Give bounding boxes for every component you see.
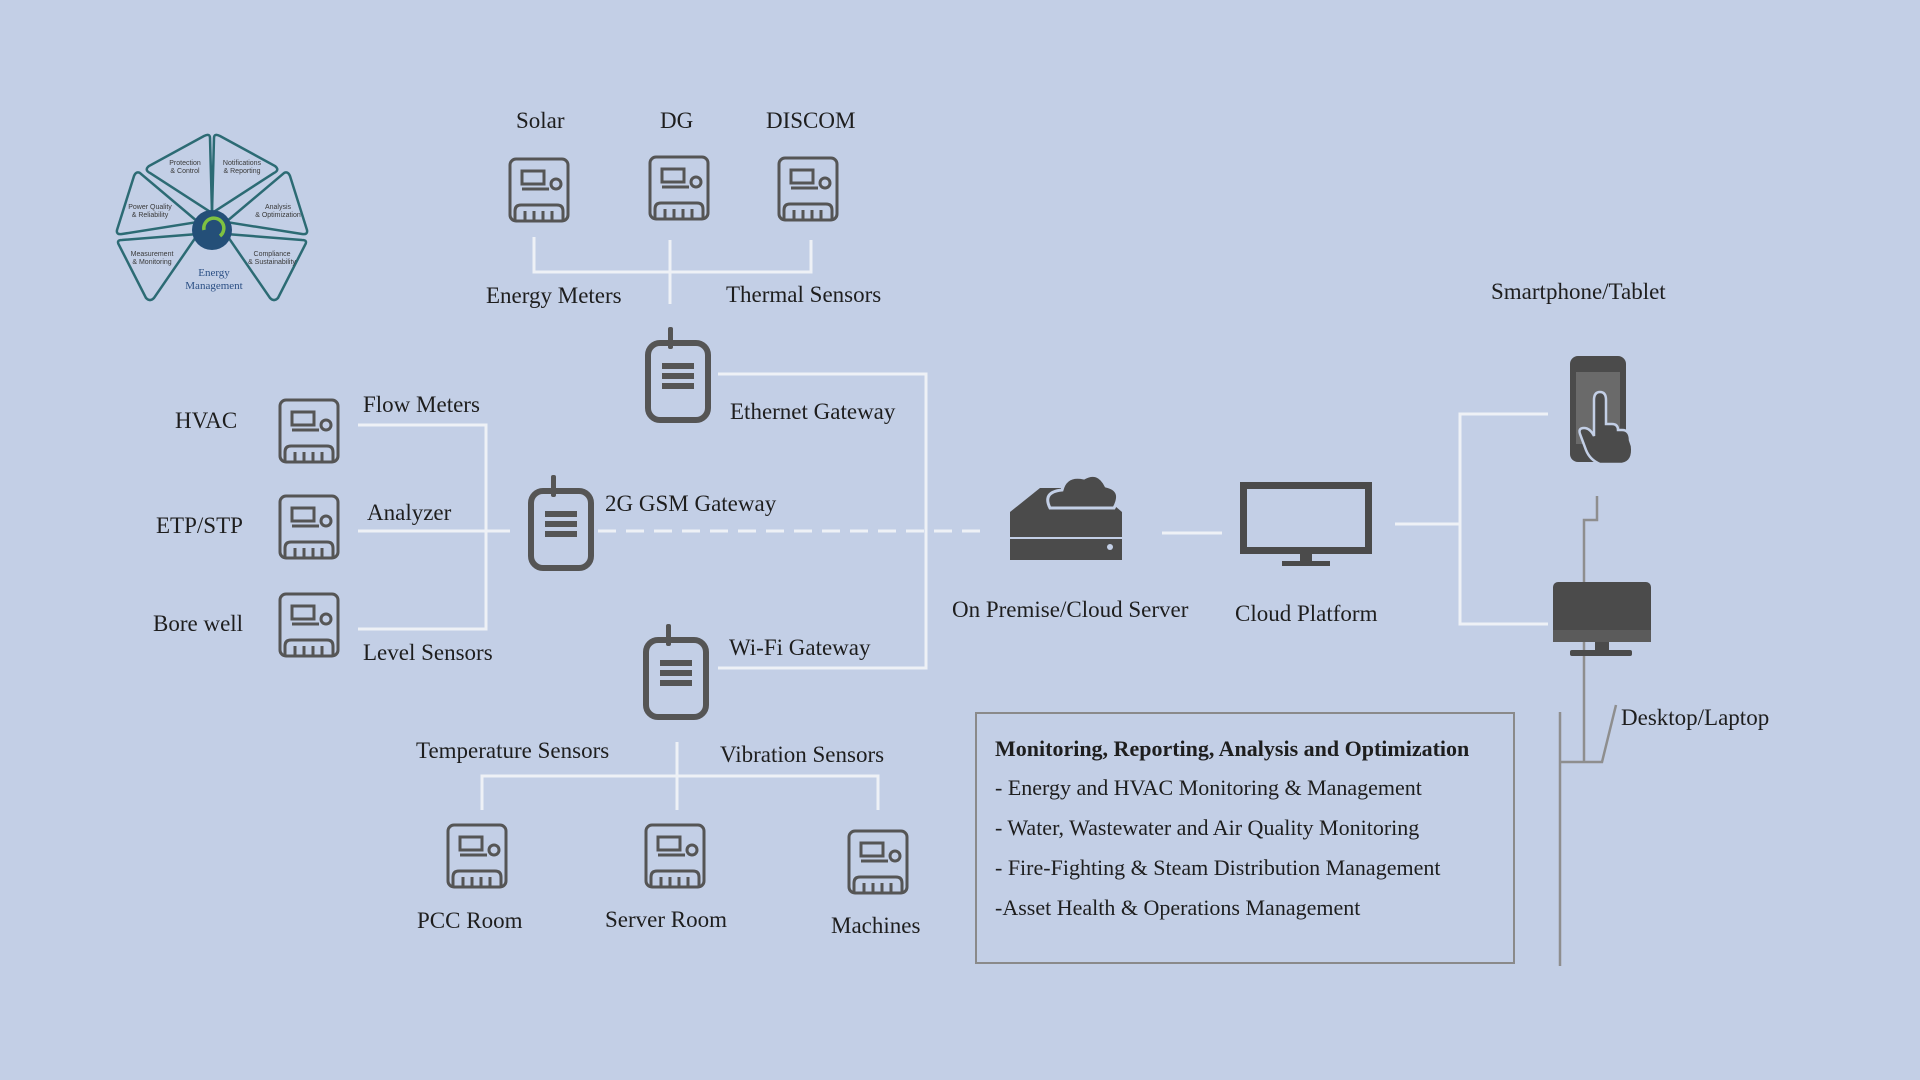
meter-hvac-icon: [278, 398, 340, 464]
petal-compliance-l1: Compliance: [254, 251, 291, 258]
server-cloud-icon: [1010, 473, 1122, 560]
label-desktop: Desktop/Laptop: [1621, 705, 1770, 730]
connectors: [358, 237, 1618, 966]
label-server: On Premise/Cloud Server: [952, 597, 1189, 622]
meter-discom-icon: [777, 156, 839, 222]
label-smartphone: Smartphone/Tablet: [1491, 279, 1666, 304]
petal-measurement-l1: Measurement: [131, 251, 174, 258]
gsm-gateway-icon: [531, 475, 591, 568]
label-solar: Solar: [516, 108, 565, 133]
info-box: Monitoring, Reporting, Analysis and Opti…: [975, 712, 1515, 964]
label-ethernet-gateway: Ethernet Gateway: [730, 399, 896, 424]
petal-notifications-l1: Notifications: [223, 160, 262, 167]
label-gsm-gateway: 2G GSM Gateway: [605, 491, 777, 516]
petal-protection-l2: & Control: [170, 168, 200, 175]
meter-pcc-room-icon: [446, 823, 508, 889]
label-hvac: HVAC: [175, 408, 238, 433]
label-server-room: Server Room: [605, 907, 728, 932]
info-box-title: Monitoring, Reporting, Analysis and Opti…: [995, 736, 1470, 761]
petal-analysis-l1: Analysis: [265, 204, 292, 211]
meter-server-room-icon: [644, 823, 706, 889]
label-discom: DISCOM: [766, 108, 856, 133]
label-vibration-sensors: Vibration Sensors: [720, 742, 885, 767]
info-box-item: - Fire-Fighting & Steam Distribution Man…: [995, 855, 1441, 880]
label-flow-meters: Flow Meters: [363, 392, 480, 417]
label-temperature-sensors: Temperature Sensors: [416, 738, 610, 763]
label-cloud-platform: Cloud Platform: [1235, 601, 1378, 626]
desktop-icon: [1553, 582, 1651, 656]
label-pcc-room: PCC Room: [417, 908, 523, 933]
label-analyzer: Analyzer: [367, 500, 452, 525]
ethernet-gateway-icon: [648, 327, 708, 420]
petal-protection-l1: Protection: [169, 160, 201, 167]
wifi-gateway-icon: [646, 624, 706, 717]
label-bore-well: Bore well: [153, 611, 244, 636]
smartphone-icon: [1570, 356, 1634, 466]
info-box-item: -Asset Health & Operations Management: [995, 895, 1361, 920]
energy-management-logo: Protection & Control Notifications & Rep…: [115, 133, 309, 302]
petal-analysis-l2: & Optimization: [255, 212, 301, 219]
meter-etp-stp-icon: [278, 494, 340, 560]
petal-compliance-l2: & Sustainability: [248, 259, 296, 266]
meter-bore-well-icon: [278, 592, 340, 658]
label-level-sensors: Level Sensors: [363, 640, 493, 665]
meter-solar-icon: [508, 157, 570, 223]
label-dg: DG: [660, 108, 694, 133]
petal-power-quality-l1: Power Quality: [128, 204, 172, 211]
label-energy-meters: Energy Meters: [486, 283, 622, 308]
info-box-item: - Energy and HVAC Monitoring & Managemen…: [995, 775, 1422, 800]
logo-center-label-2: Management: [185, 280, 242, 292]
info-box-item: - Water, Wastewater and Air Quality Moni…: [995, 815, 1420, 840]
label-etp-stp: ETP/STP: [156, 513, 243, 538]
petal-measurement-l2: & Monitoring: [132, 259, 171, 266]
label-thermal-sensors: Thermal Sensors: [726, 282, 882, 307]
logo-center-label-1: Energy: [198, 267, 230, 279]
label-wifi-gateway: Wi-Fi Gateway: [729, 635, 871, 660]
petal-notifications-l2: & Reporting: [224, 168, 261, 175]
meter-machines-icon: [847, 829, 909, 895]
monitor-icon: [1240, 482, 1372, 566]
label-machines: Machines: [831, 913, 921, 938]
petal-power-quality-l2: & Reliability: [132, 212, 169, 219]
meter-dg-icon: [648, 155, 710, 221]
